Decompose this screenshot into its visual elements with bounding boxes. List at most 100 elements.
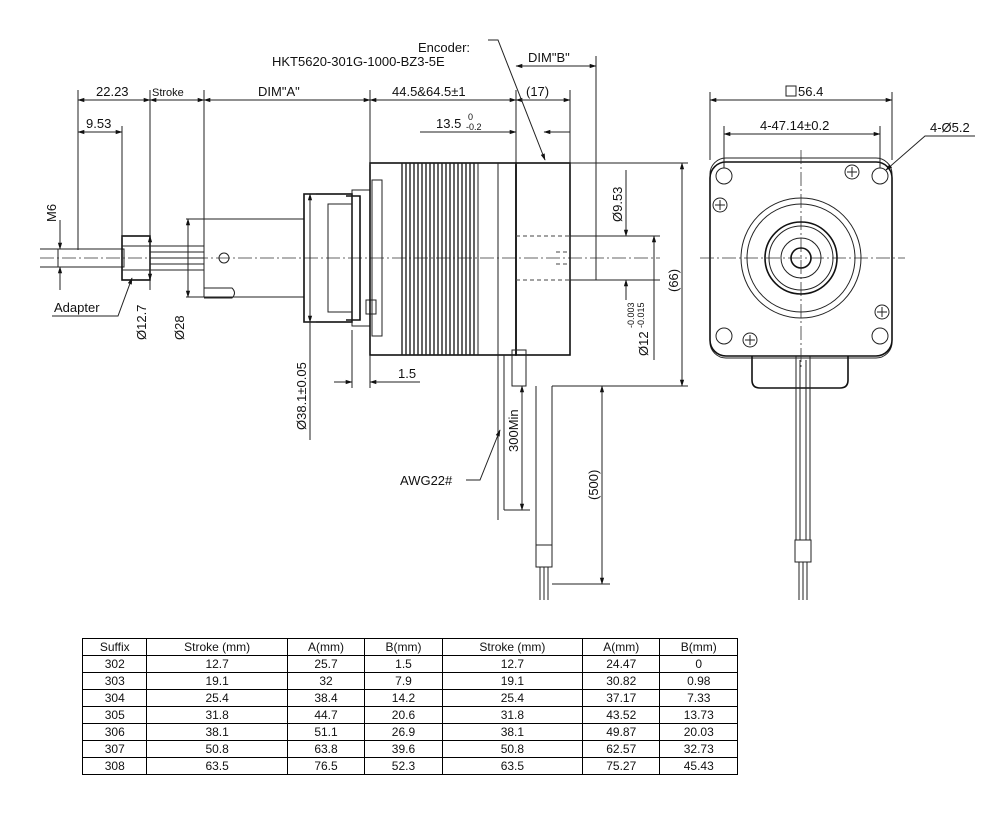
table-cell: 49.87 [582, 723, 661, 741]
label-300-min: 300Min [506, 409, 521, 452]
table-cell: 31.8 [146, 706, 288, 724]
table-cell: 43.52 [582, 706, 661, 724]
table-cell: 12.7 [146, 655, 288, 673]
table-cell: 31.8 [441, 706, 584, 724]
table-cell: 19.1 [146, 672, 288, 690]
table-cell: 76.5 [286, 757, 366, 775]
table-cell: 38.1 [146, 723, 288, 741]
label-awg22: AWG22# [400, 473, 453, 488]
table-cell: 305 [81, 706, 148, 724]
label-13-5-tol-bot: -0.2 [466, 122, 482, 132]
table-cell: 26.9 [364, 723, 443, 741]
table-cell: 1.5 [364, 655, 443, 673]
table-cell: 52.3 [364, 757, 443, 775]
label-9-53-left: 9.53 [86, 116, 111, 131]
label-square-56-4: 56.4 [798, 84, 823, 99]
table-cell: 20.6 [364, 706, 443, 724]
front-dimensions [709, 92, 975, 171]
label-22-23: 22.23 [96, 84, 129, 99]
table-cell: 20.03 [659, 723, 738, 741]
table-cell: 307 [81, 740, 148, 758]
table-header-cell: Stroke (mm) [146, 638, 288, 656]
table-cell: 12.7 [441, 655, 584, 673]
table-cell: 0.98 [659, 672, 738, 690]
table-header-cell: A(mm) [286, 638, 366, 656]
table-cell: 306 [81, 723, 148, 741]
label-dia-9-53-right: Ø9.53 [610, 187, 625, 222]
label-13-5-tol-top: 0 [468, 112, 473, 122]
table-cell: 13.73 [659, 706, 738, 724]
table-cell: 45.43 [659, 757, 738, 775]
label-adapter: Adapter [54, 300, 100, 315]
table-header-cell: B(mm) [659, 638, 738, 656]
label-dia-12-tol-bot: -0.015 [636, 302, 646, 328]
table-cell: 63.8 [286, 740, 366, 758]
motor-body [369, 162, 517, 356]
label-dia-12-tol-top: -0.003 [626, 302, 636, 328]
label-dim-a: DIM"A" [258, 84, 300, 99]
table-cell: 0 [659, 655, 738, 673]
label-dia-12-7: Ø12.7 [134, 305, 149, 340]
label-dia-28: Ø28 [172, 315, 187, 340]
table-cell: 37.17 [582, 689, 661, 707]
table-cell: 30.82 [582, 672, 661, 690]
table-cell: 19.1 [441, 672, 584, 690]
table-cell: 38.1 [441, 723, 584, 741]
table-cell: 50.8 [441, 740, 584, 758]
label-encoder-title: Encoder: [418, 40, 470, 55]
table-cell: 25.7 [286, 655, 366, 673]
label-1-5: 1.5 [398, 366, 416, 381]
table-header-cell: Stroke (mm) [441, 638, 584, 656]
table-cell: 44.7 [286, 706, 366, 724]
table-cell: 32.73 [659, 740, 738, 758]
table-cell: 7.9 [364, 672, 443, 690]
label-motor-length: 44.5&64.5±1 [392, 84, 466, 99]
table-cell: 304 [81, 689, 148, 707]
label-holes: 4-Ø5.2 [930, 120, 970, 135]
label-dia-38-1: Ø38.1±0.05 [294, 362, 309, 430]
table-header-cell: A(mm) [582, 638, 661, 656]
side-labels: Encoder: HKT5620-301G-1000-BZ3-5E DIM"B"… [44, 40, 681, 500]
label-13-5: 13.5 [436, 116, 461, 131]
table-cell: 38.4 [286, 689, 366, 707]
table-header-cell: Suffix [81, 638, 148, 656]
table-cell: 63.5 [441, 757, 584, 775]
square-symbol-icon [785, 85, 797, 97]
table-cell: 303 [81, 672, 148, 690]
label-stroke: Stroke [152, 87, 184, 99]
table-cell: 63.5 [146, 757, 288, 775]
label-hole-spacing: 4-47.14±0.2 [760, 118, 829, 133]
motor-drawing: Encoder: HKT5620-301G-1000-BZ3-5E DIM"B"… [40, 39, 975, 600]
table-cell: 308 [81, 757, 148, 775]
table-cell: 50.8 [146, 740, 288, 758]
label-dim-b: DIM"B" [528, 50, 570, 65]
front-labels: 56.4 4-47.14±0.2 4-Ø5.2 [760, 84, 970, 135]
encoder-body [515, 162, 571, 356]
table-cell: 75.27 [582, 757, 661, 775]
label-66: (66) [666, 269, 681, 292]
side-dimensions [40, 39, 688, 585]
table-cell: 32 [286, 672, 366, 690]
front-view [700, 150, 905, 600]
table-cell: 25.4 [146, 689, 288, 707]
table-header-cell: B(mm) [364, 638, 443, 656]
table-cell: 14.2 [364, 689, 443, 707]
table-cell: 51.1 [286, 723, 366, 741]
side-view [40, 162, 660, 600]
label-17: (17) [526, 84, 549, 99]
table-cell: 7.33 [659, 689, 738, 707]
label-m6: M6 [44, 204, 59, 222]
table-cell: 25.4 [441, 689, 584, 707]
table-cell: 302 [81, 655, 148, 673]
table-cell: 24.47 [582, 655, 661, 673]
label-dia-12: Ø12 [636, 331, 651, 356]
